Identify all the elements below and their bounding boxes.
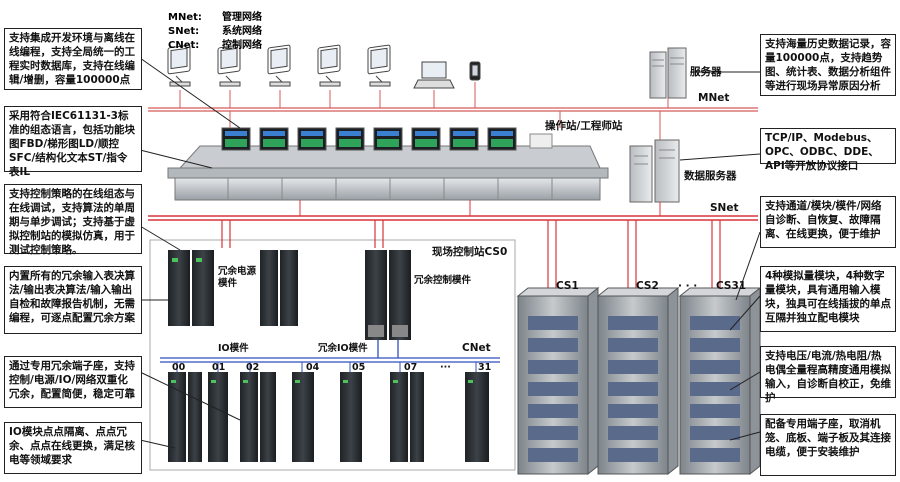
- note-left-2: 采用符合IEC61131-3标准的组态语言，包括功能块图FBD/梯形图LD/顺控…: [4, 106, 142, 178]
- legend-desc: 系统网络: [222, 26, 262, 37]
- monitors-row: [167, 44, 481, 89]
- note-right-5: 支持电压/电流/热电阻/热电偶全量程高精度通用模拟输入，自诊断自校正，免维护: [760, 346, 896, 404]
- legend-code: SNet:: [168, 26, 200, 37]
- mnet-label: MNet: [698, 92, 730, 104]
- field-station-label: 现场控制站CS0: [432, 246, 508, 258]
- slot-number: 02: [246, 362, 260, 373]
- redundant-io-label: 冗余IO模件: [318, 343, 368, 354]
- note-right-1: 支持海量历史数据记录，容量100000点，支持趋势图、统计表、数据分析组件等进行…: [760, 34, 896, 96]
- server-label: 服务器: [690, 66, 722, 78]
- slot-number: ···: [440, 362, 451, 373]
- note-left-4: 内置所有的冗余输入表决算法/输出表决算法/输入输出自检和故障报告机制，无需编程，…: [4, 266, 142, 334]
- snet-drops: [221, 220, 721, 296]
- slot-number: 04: [306, 362, 320, 373]
- note-right-3: 支持通道/模块/模件/网络自诊断、自恢复、故障隔离、在线更换，便于维护: [760, 196, 896, 248]
- cabinets: [516, 286, 762, 476]
- note-left-3: 支持控制策略的在线组态与在线调试，支持算法的单周期与单步调试；支持基于虚拟控制站…: [4, 184, 142, 256]
- slot-number: 07: [404, 362, 418, 373]
- snet-line: [148, 215, 758, 221]
- operator-console: [167, 111, 609, 216]
- slot-number: 00: [172, 362, 186, 373]
- cnet-label: CNet: [462, 342, 491, 354]
- operator-station-label: 操作站/工程师站: [545, 120, 623, 132]
- io-modules: [168, 362, 489, 462]
- cabinet-dots: · · ·: [678, 280, 698, 292]
- legend-code: MNet:: [168, 12, 202, 23]
- legend-snet: SNet: 系统网络: [168, 22, 262, 37]
- data-server: [629, 111, 680, 216]
- note-left-1: 支持集成开发环境与离线在线编程，支持全局统一的工程实时数据库，支持在线编辑/增删…: [4, 28, 142, 90]
- mnet-drops: [179, 82, 476, 108]
- cabinet-cs31-label: CS31: [716, 280, 747, 292]
- legend-desc: 控制网络: [222, 40, 262, 51]
- snet-label: SNet: [710, 202, 739, 214]
- cabinet-cs2-label: CS2: [636, 280, 659, 292]
- callout-lines: [139, 57, 761, 449]
- note-right-6: 配备专用端子座，取消机笼、底板、端子板及其连接电缆，便于安装维护: [760, 414, 896, 476]
- slot-number: 31: [478, 362, 492, 373]
- cnet-lines: [160, 340, 500, 363]
- note-left-6: IO模块点点隔离、点点冗余、点点在线更换，满足核电等领域要求: [4, 422, 142, 474]
- io-module-label: IO模件: [218, 343, 249, 354]
- data-server-label: 数据服务器: [684, 170, 737, 182]
- legend-desc: 管理网络: [222, 12, 262, 23]
- upper-modules: [168, 250, 411, 340]
- slot-number: 01: [212, 362, 226, 373]
- note-left-5: 通过专用冗余端子座，支持控制/电源/IO/网络双重化冗余，配置简便，稳定可靠: [4, 356, 142, 408]
- note-right-4: 4种模拟量模块，4种数字量模块，具有通用输入模块，独具可在线插拔的单点互隔并独立…: [760, 266, 896, 332]
- legend-mnet: MNet: 管理网络: [168, 8, 262, 23]
- note-right-2: TCP/IP、Modebus、OPC、ODBC、DDE、API等开放协议接口: [760, 128, 896, 172]
- redundant-controller-label: 冗余控制模件: [414, 275, 472, 286]
- legend-cnet: CNet: 控制网络: [168, 36, 262, 51]
- legend-code: CNet:: [168, 40, 200, 51]
- slot-number: 05: [352, 362, 366, 373]
- cabinet-cs1-label: CS1: [556, 280, 579, 292]
- redundant-power-label: 冗余电源模件: [218, 266, 257, 289]
- mnet-line: [148, 107, 758, 112]
- server: [649, 47, 687, 108]
